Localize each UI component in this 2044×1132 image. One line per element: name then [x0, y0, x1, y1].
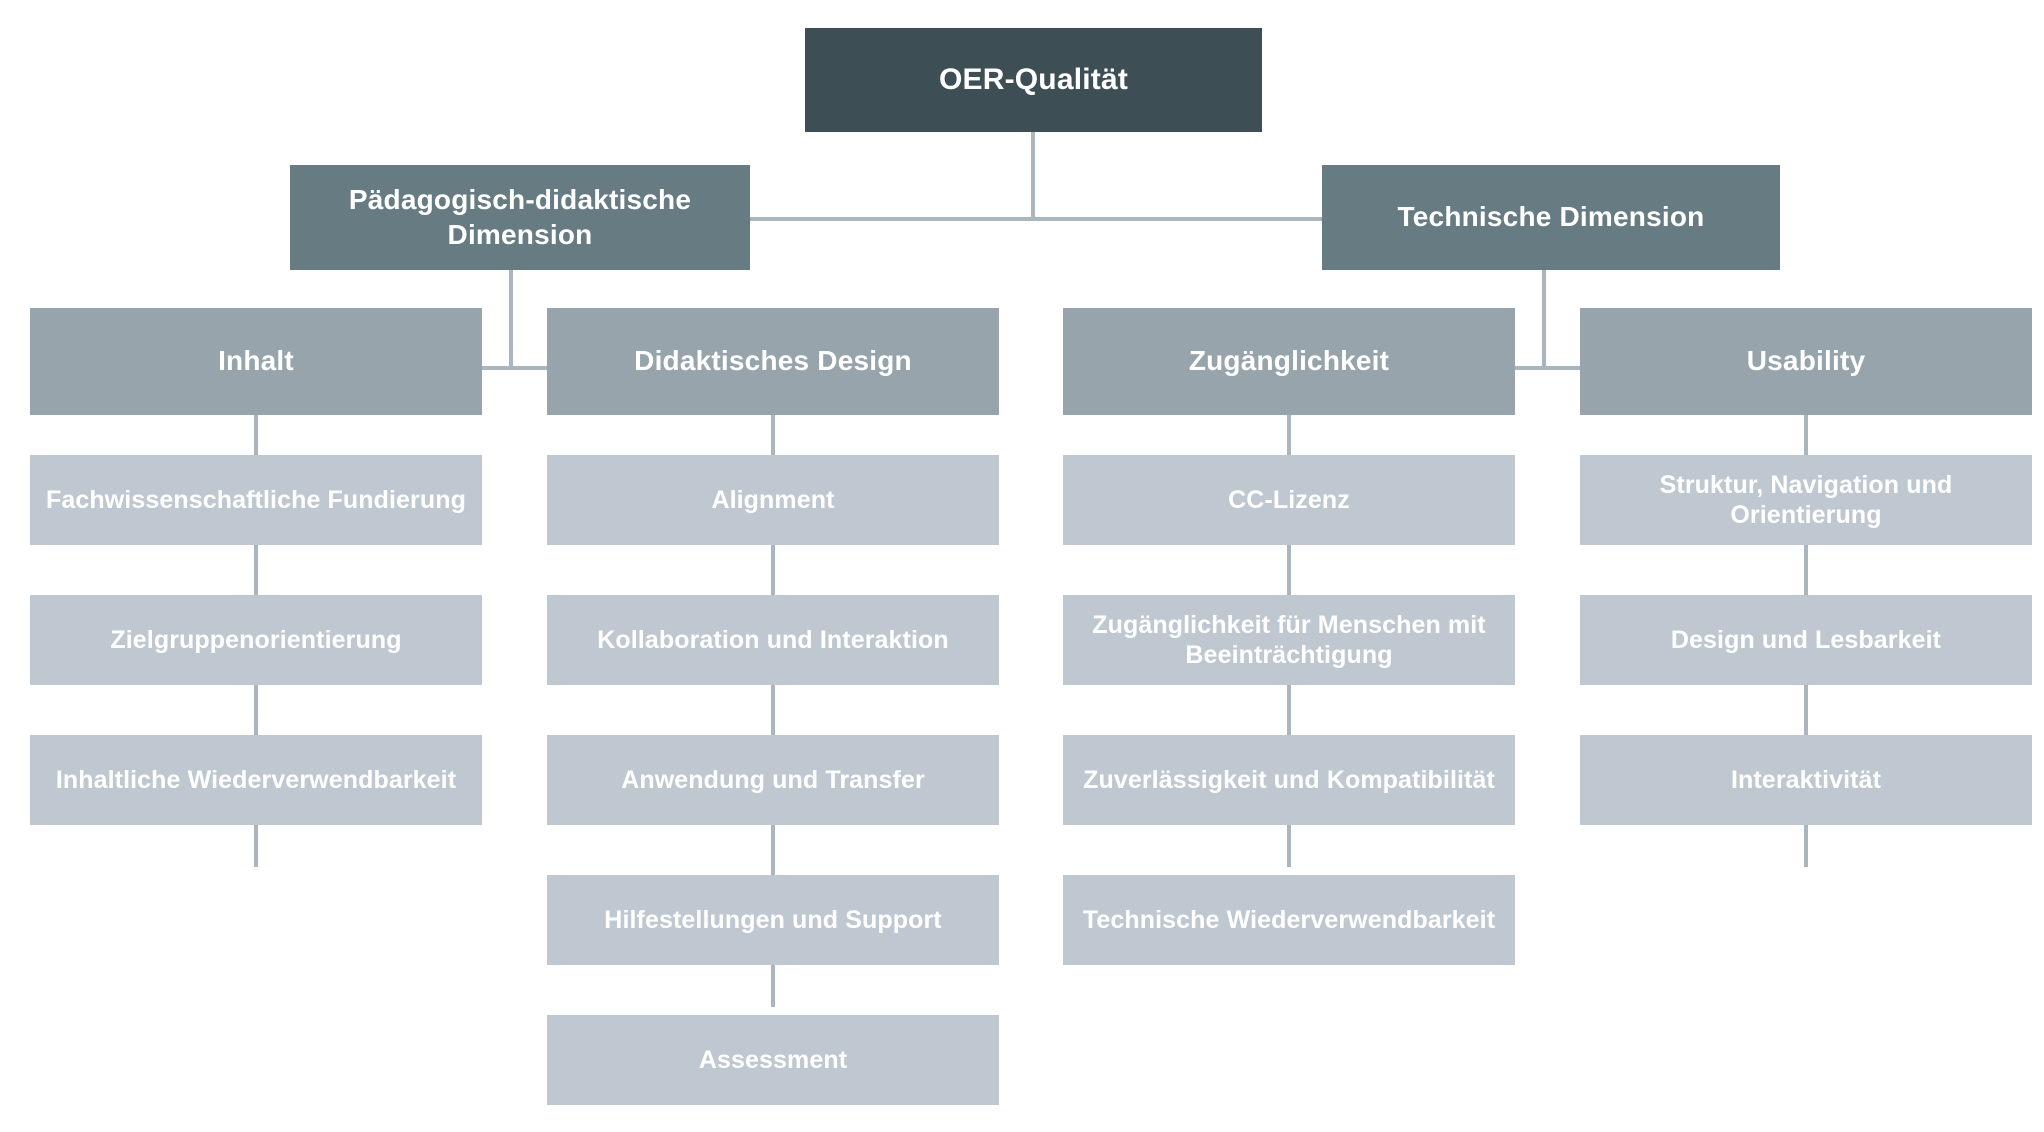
node-leaf[interactable]: Alignment — [547, 455, 999, 545]
node-leaf[interactable]: Kollaboration und Interaktion — [547, 595, 999, 685]
connector-dim-right-stem — [1542, 270, 1546, 370]
node-leaf[interactable]: Zielgruppenorientierung — [30, 595, 482, 685]
node-category-label: Zugänglichkeit — [1188, 345, 1390, 377]
node-leaf[interactable]: Zuverlässigkeit und Kompatibilität — [1063, 735, 1515, 825]
node-leaf-label: Zuverlässigkeit und Kompatibilität — [1083, 765, 1495, 794]
node-leaf-label: Assessment — [698, 1045, 848, 1074]
node-leaf[interactable]: Hilfestellungen und Support — [547, 875, 999, 965]
node-leaf[interactable]: Fachwissenschaftliche Fundierung — [30, 455, 482, 545]
node-leaf[interactable]: Zugänglichkeit für Menschen mit Beeinträ… — [1063, 595, 1515, 685]
connector-root-bridge — [750, 217, 1322, 221]
connector-dim-left-bridge — [482, 366, 574, 370]
node-dimension-label: Technische Dimension — [1397, 201, 1705, 233]
node-leaf-label: Design und Lesbarkeit — [1670, 625, 1942, 654]
node-leaf-label: Technische Wiederverwendbarkeit — [1082, 905, 1496, 934]
node-leaf[interactable]: Technische Wiederverwendbarkeit — [1063, 875, 1515, 965]
node-leaf-label: Struktur, Navigation und Orientierung — [1659, 470, 1953, 530]
node-leaf[interactable]: Anwendung und Transfer — [547, 735, 999, 825]
node-leaf[interactable]: Assessment — [547, 1015, 999, 1105]
node-category-didaktisches-design[interactable]: Didaktisches Design — [547, 308, 999, 415]
node-category-label: Didaktisches Design — [634, 345, 912, 377]
node-leaf-label: Inhaltliche Wiederverwendbarkeit — [55, 765, 457, 794]
node-leaf-label: Fachwissenschaftliche Fundierung — [46, 485, 466, 514]
node-leaf-label: Interaktivität — [1730, 765, 1882, 794]
node-leaf[interactable]: Design und Lesbarkeit — [1580, 595, 2032, 685]
node-category-zugaenglichkeit[interactable]: Zugänglichkeit — [1063, 308, 1515, 415]
node-category-label: Usability — [1746, 345, 1866, 377]
node-dimension-label: Pädagogisch-didaktische Dimension — [348, 184, 692, 250]
node-leaf-label: CC-Lizenz — [1228, 485, 1350, 514]
node-leaf-label: Alignment — [711, 485, 835, 514]
connector-root-stem — [1031, 132, 1035, 220]
node-leaf-label: Zugänglichkeit für Menschen mit Beeinträ… — [1092, 610, 1486, 670]
node-leaf[interactable]: Interaktivität — [1580, 735, 2032, 825]
node-root-oer-qualitaet[interactable]: OER-Qualität — [805, 28, 1262, 132]
node-leaf[interactable]: CC-Lizenz — [1063, 455, 1515, 545]
node-leaf-label: Zielgruppenorientierung — [110, 625, 402, 654]
node-dimension-paedagogisch-didaktisch[interactable]: Pädagogisch-didaktische Dimension — [290, 165, 750, 270]
node-category-label: Inhalt — [218, 345, 294, 377]
node-leaf[interactable]: Inhaltliche Wiederverwendbarkeit — [30, 735, 482, 825]
node-leaf[interactable]: Struktur, Navigation und Orientierung — [1580, 455, 2032, 545]
node-category-usability[interactable]: Usability — [1580, 308, 2032, 415]
node-leaf-label: Anwendung und Transfer — [621, 765, 925, 794]
node-leaf-label: Kollaboration und Interaktion — [597, 625, 949, 654]
node-dimension-technisch[interactable]: Technische Dimension — [1322, 165, 1780, 270]
node-leaf-label: Hilfestellungen und Support — [604, 905, 942, 934]
node-category-inhalt[interactable]: Inhalt — [30, 308, 482, 415]
node-root-label: OER-Qualität — [938, 62, 1129, 96]
connector-dim-left-stem — [509, 270, 513, 370]
connector-dim-right-bridge — [1515, 366, 1607, 370]
connector-col2-spine — [771, 415, 775, 1007]
